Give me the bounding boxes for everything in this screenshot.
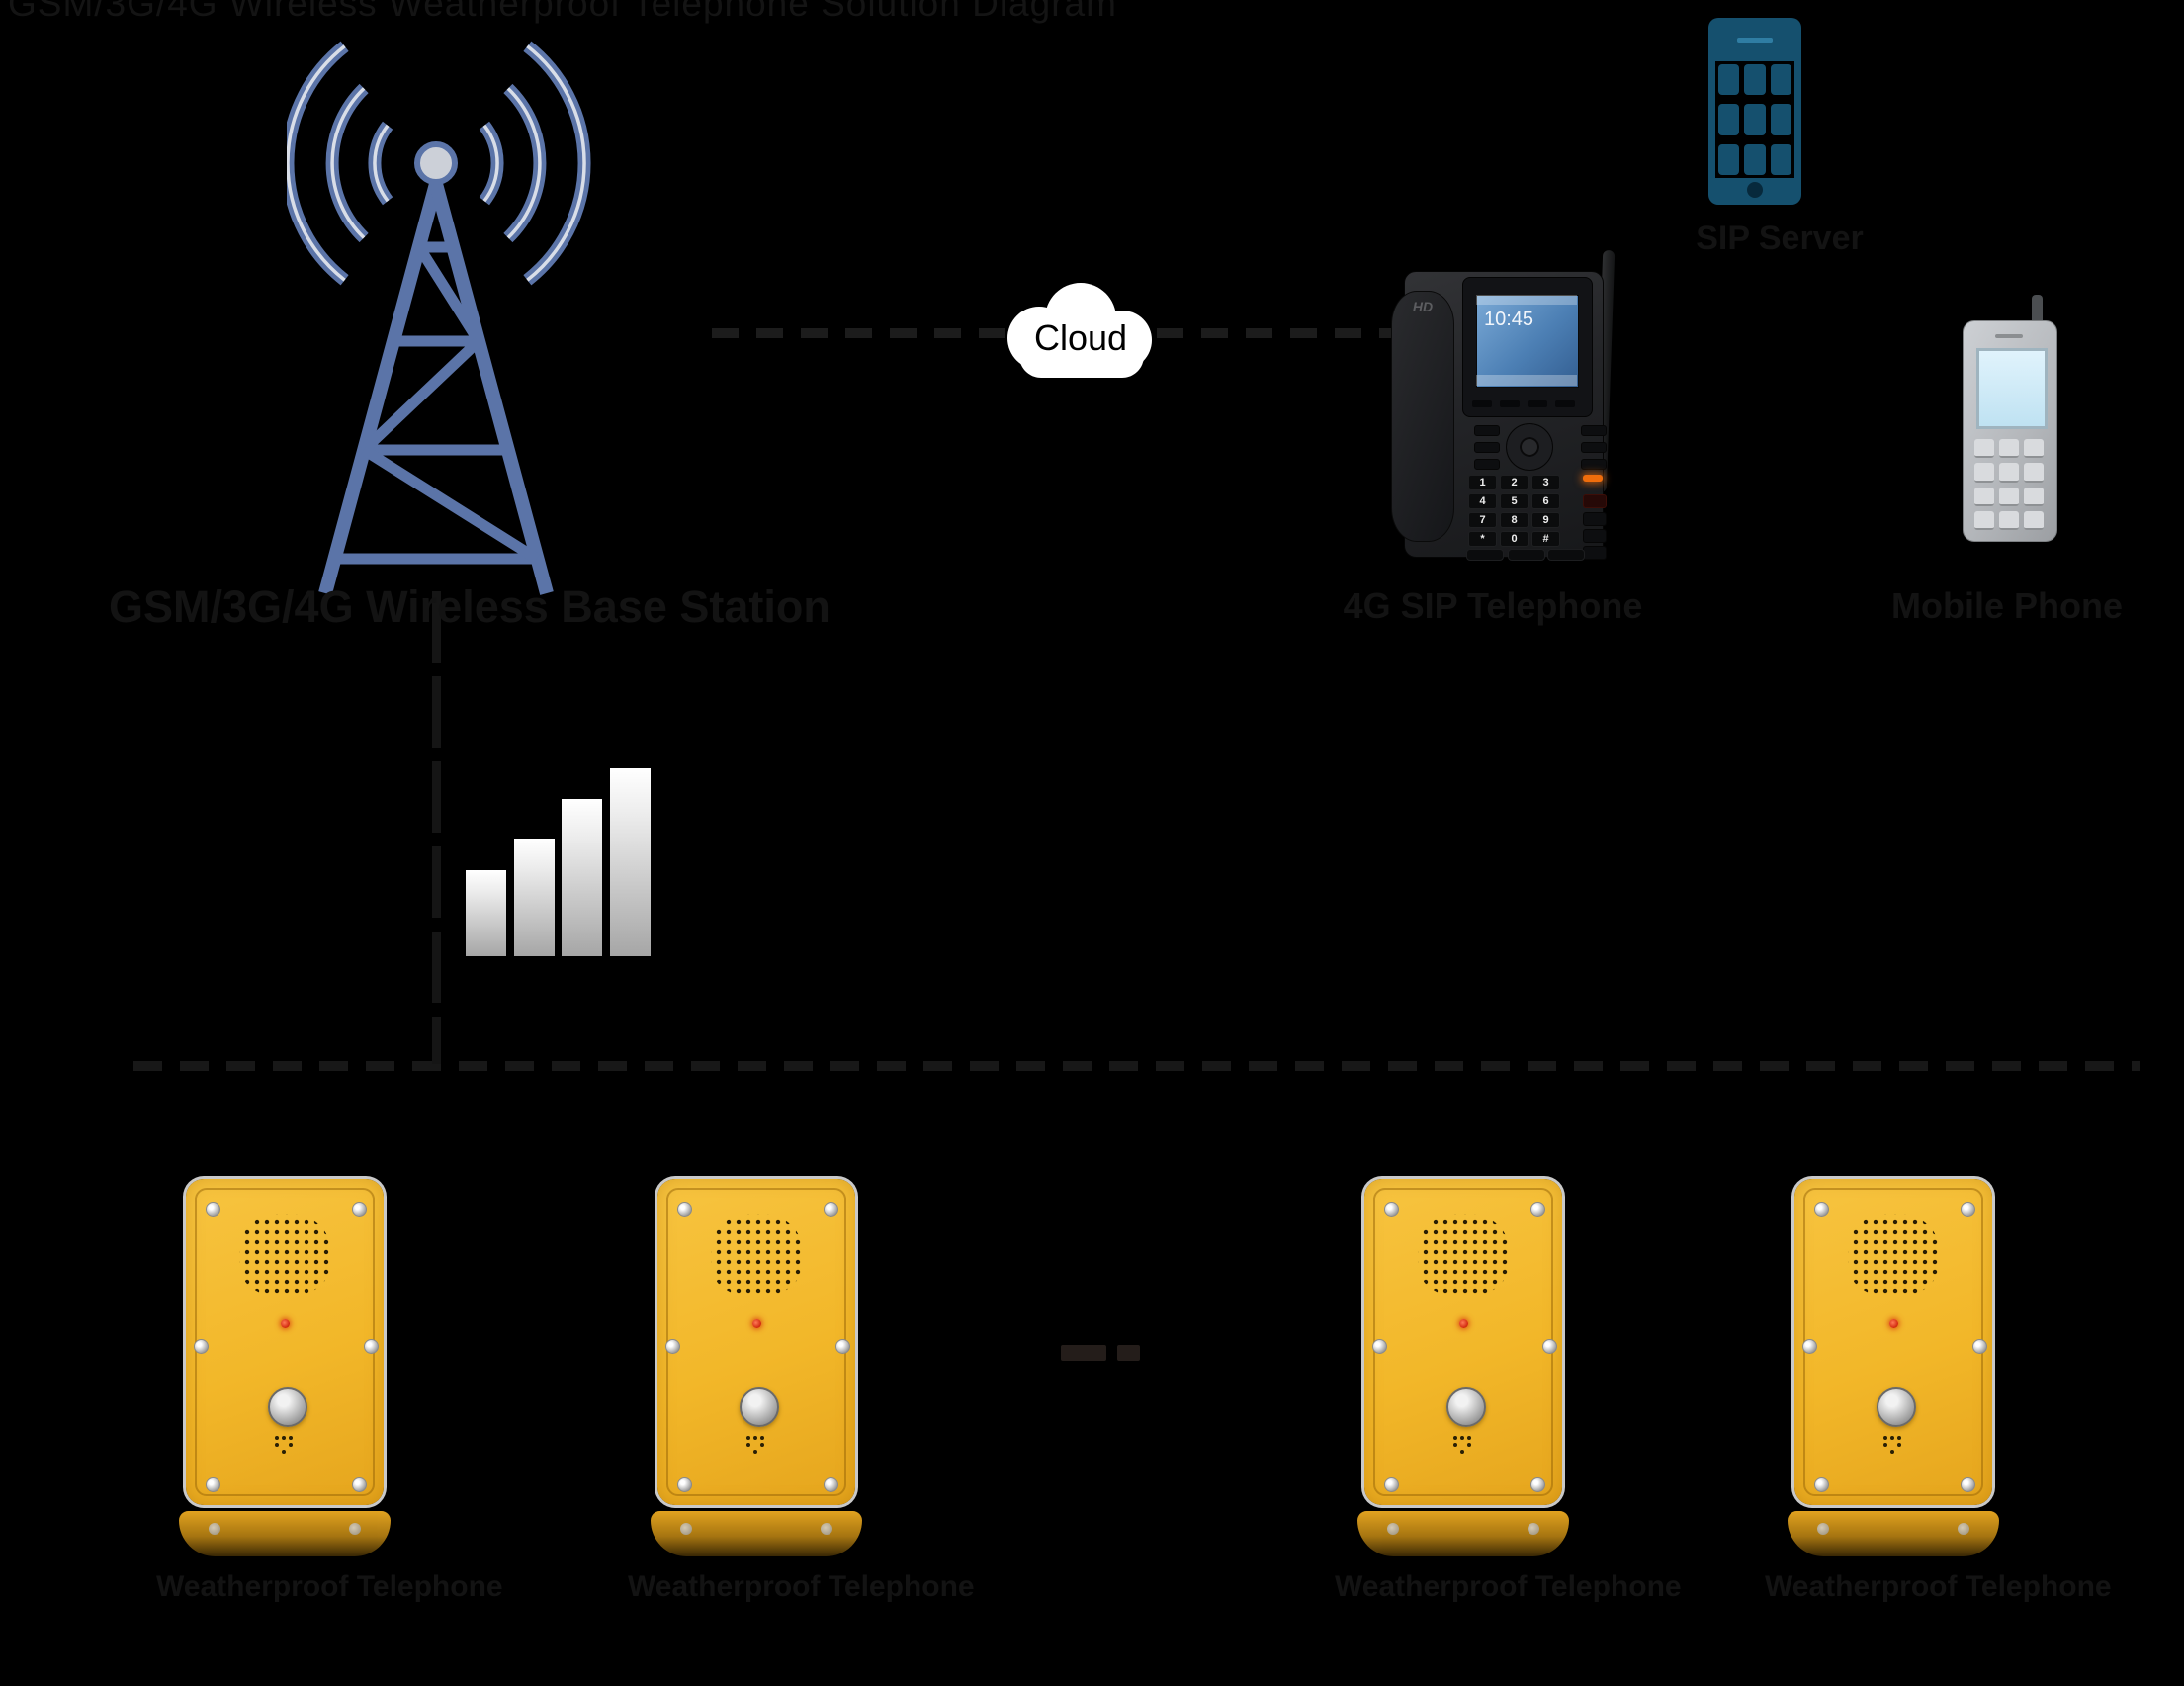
keypad-key: # bbox=[1531, 531, 1560, 547]
call-button bbox=[1446, 1387, 1486, 1427]
ip-phone-softkey bbox=[1555, 400, 1575, 407]
phone-reflection bbox=[651, 1511, 862, 1556]
connector-dashed-line-phones bbox=[133, 1061, 2140, 1071]
ip-phone-softkey bbox=[1472, 400, 1492, 407]
keypad-key: 2 bbox=[1500, 475, 1529, 490]
signal-bar-4 bbox=[610, 768, 651, 956]
weatherproof-phone-label: Weatherproof Telephone bbox=[156, 1570, 503, 1603]
status-led bbox=[752, 1319, 761, 1328]
cloud-label: Cloud bbox=[1034, 317, 1127, 358]
signal-bar-1 bbox=[466, 870, 506, 956]
ip-phone-function-key bbox=[1581, 425, 1607, 436]
speaker-grille bbox=[1848, 1214, 1939, 1297]
call-button bbox=[740, 1387, 779, 1427]
ip-phone-message-led bbox=[1583, 475, 1603, 482]
weatherproof-phone-2 bbox=[657, 1179, 855, 1505]
ip-phone-nav-ok bbox=[1521, 438, 1538, 456]
ip-phone: 10:45 HD 1 2 3 4 5 6 7 8 9 * 0 # bbox=[1389, 247, 1616, 561]
ip-phone-function-key bbox=[1474, 442, 1500, 453]
page-title: GSM/3G/4G Wireless Weatherproof Telephon… bbox=[8, 0, 1117, 24]
status-led bbox=[1889, 1319, 1898, 1328]
ip-phone-softkey bbox=[1528, 400, 1547, 407]
mic-holes bbox=[282, 1436, 286, 1440]
weatherproof-phone-4 bbox=[1794, 1179, 1992, 1505]
cloud-icon: Cloud bbox=[1005, 280, 1155, 381]
call-button bbox=[1877, 1387, 1916, 1427]
keypad-key: 7 bbox=[1468, 512, 1497, 528]
keypad-key: * bbox=[1468, 531, 1497, 547]
mobile-keypad bbox=[1974, 439, 2044, 530]
ip-phone-menubar bbox=[1476, 375, 1577, 386]
mobile-antenna bbox=[2032, 295, 2043, 330]
keypad-key: 9 bbox=[1531, 512, 1560, 528]
keypad-key: 4 bbox=[1468, 493, 1497, 509]
keypad-key: 0 bbox=[1500, 531, 1529, 547]
phone-reflection bbox=[1788, 1511, 1999, 1556]
server-grid bbox=[1715, 61, 1794, 178]
ip-phone-redial-key bbox=[1583, 512, 1607, 526]
ip-phone-function-key bbox=[1581, 459, 1607, 470]
status-led bbox=[281, 1319, 290, 1328]
mobile-phone-label: Mobile Phone bbox=[1891, 585, 2123, 626]
phone-reflection bbox=[179, 1511, 391, 1556]
ip-phone-function-key bbox=[1474, 459, 1500, 470]
ip-phone-volume-up-key bbox=[1547, 549, 1585, 561]
weatherproof-phone-label: Weatherproof Telephone bbox=[1765, 1570, 2112, 1603]
server-slot bbox=[1737, 38, 1773, 43]
phone-reflection bbox=[1357, 1511, 1569, 1556]
server-dot bbox=[1747, 182, 1763, 198]
signal-bar-3 bbox=[562, 799, 602, 956]
connector-dashed-line-vertical bbox=[432, 591, 441, 1064]
keypad-key: 3 bbox=[1531, 475, 1560, 490]
sip-server-icon bbox=[1708, 18, 1801, 205]
ip-phone-label: 4G SIP Telephone bbox=[1343, 585, 1643, 626]
mic-holes bbox=[1460, 1436, 1464, 1440]
ip-phone-handset bbox=[1391, 291, 1454, 542]
call-button bbox=[268, 1387, 307, 1427]
continuation-dash bbox=[1117, 1345, 1140, 1361]
continuation-dash bbox=[1061, 1345, 1106, 1361]
status-led bbox=[1459, 1319, 1468, 1328]
ip-phone-hold-key bbox=[1583, 529, 1607, 543]
ip-phone-volume-down-key bbox=[1466, 549, 1504, 561]
weatherproof-phone-label: Weatherproof Telephone bbox=[628, 1570, 975, 1603]
base-station-tower-icon bbox=[287, 41, 591, 595]
mobile-phone-icon bbox=[1963, 295, 2061, 542]
ip-phone-clock: 10:45 bbox=[1484, 309, 1534, 330]
ip-phone-display bbox=[1476, 295, 1579, 388]
weatherproof-phone-3 bbox=[1364, 1179, 1562, 1505]
ip-phone-brand: HD bbox=[1412, 299, 1434, 314]
weatherproof-phone-1 bbox=[186, 1179, 384, 1505]
speaker-grille bbox=[239, 1214, 330, 1297]
keypad-key: 1 bbox=[1468, 475, 1497, 490]
mic-holes bbox=[1890, 1436, 1894, 1440]
mobile-screen bbox=[1976, 348, 2048, 429]
ip-phone-speaker-key bbox=[1583, 546, 1607, 560]
speaker-grille bbox=[1418, 1214, 1509, 1297]
ip-phone-function-key bbox=[1581, 442, 1607, 453]
mobile-earpiece bbox=[1995, 334, 2023, 338]
ip-phone-softkey bbox=[1500, 400, 1520, 407]
keypad-key: 5 bbox=[1500, 493, 1529, 509]
signal-strength-icon bbox=[466, 768, 654, 956]
speaker-grille bbox=[711, 1214, 802, 1297]
mic-holes bbox=[753, 1436, 757, 1440]
sip-server-label: SIP Server bbox=[1696, 220, 1864, 257]
keypad-key: 8 bbox=[1500, 512, 1529, 528]
ip-phone-statusbar bbox=[1476, 295, 1577, 305]
antenna-dot bbox=[414, 141, 458, 185]
ip-phone-mute-key bbox=[1508, 549, 1545, 561]
base-station-label: GSM/3G/4G Wireless Base Station bbox=[109, 581, 830, 632]
weatherproof-phone-label: Weatherproof Telephone bbox=[1335, 1570, 1682, 1603]
keypad-key: 6 bbox=[1531, 493, 1560, 509]
ip-phone-hangup-key bbox=[1583, 494, 1607, 508]
ip-phone-function-key bbox=[1474, 425, 1500, 436]
signal-bar-2 bbox=[514, 839, 555, 956]
